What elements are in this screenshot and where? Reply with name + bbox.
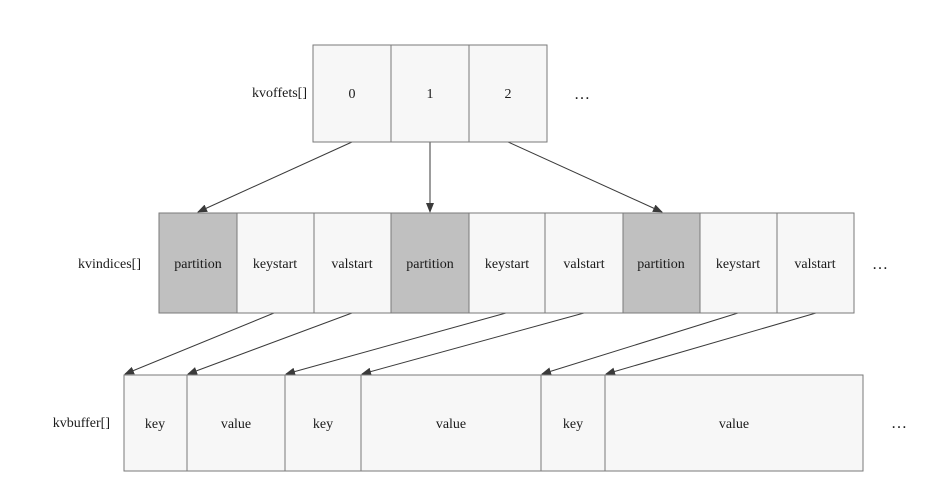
kvindices-cell-5-text: valstart: [563, 257, 604, 272]
kvbuffer-cell-1-box: [186, 374, 286, 472]
kvoffsets-cell-2: 2: [468, 44, 548, 143]
kvindices-cell-5: valstart: [544, 212, 624, 314]
kvindices-cell-7-text: keystart: [716, 257, 760, 272]
kvindices-cell-3-box: [390, 212, 470, 314]
kvindices-cell-1-text: keystart: [253, 257, 297, 272]
kvbuffer-cell-5-box: [604, 374, 864, 472]
arrow-offset-0-to-partition-1: [197, 141, 353, 213]
kvindices-cell-6: partition: [622, 212, 701, 314]
kvoffsets-cell-2-box: [468, 44, 548, 143]
kvindices-cell-4-box: [468, 212, 546, 314]
kvindices-cell-2: valstart: [313, 212, 392, 314]
kvindices-label: kvindices[]: [78, 257, 141, 272]
kvbuffer-cell-2: key: [284, 374, 362, 472]
kvbuffer-cell-0-box: [123, 374, 188, 472]
kvindices-cell-8-box: [776, 212, 855, 314]
kvindices-cell-5-box: [544, 212, 624, 314]
kvindices-cell-8: valstart: [776, 212, 855, 314]
kvoffsets-row: kvoffets[] 0 1 2 …: [252, 44, 590, 143]
kvindices-cell-1-box: [236, 212, 315, 314]
kvbuffer-cell-0: key: [123, 374, 188, 472]
kvindices-cell-0: partition: [158, 212, 238, 314]
kvbuffer-cell-3-box: [360, 374, 542, 472]
kvbuffer-cell-3-text: value: [436, 417, 466, 432]
arrow-keystart-1-to-key-1: [124, 312, 275, 375]
kvindices-ellipsis: …: [872, 256, 888, 273]
kvindices-cell-0-text: partition: [174, 257, 221, 272]
kvoffsets-cell-2-text: 2: [505, 87, 512, 102]
kvbuffer-cell-4-text: key: [563, 417, 583, 432]
arrow-valstart-2-to-value-2: [361, 312, 585, 376]
kvindices-cell-3-text: partition: [406, 257, 453, 272]
kvbuffer-cell-0-text: key: [145, 417, 165, 432]
kvbuffer-cell-1: value: [186, 374, 286, 472]
kvindices-cell-6-text: partition: [637, 257, 684, 272]
kvbuffer-cell-4-box: [540, 374, 606, 472]
kvbuffer-cell-4: key: [540, 374, 606, 472]
kvoffsets-cell-1: 1: [390, 44, 470, 143]
kvindices-cell-1: keystart: [236, 212, 315, 314]
kvindices-cell-4: keystart: [468, 212, 546, 314]
kvindices-cell-3: partition: [390, 212, 470, 314]
kvoffsets-label: kvoffets[]: [252, 86, 307, 101]
kvbuffer-cell-2-box: [284, 374, 362, 472]
kvbuffer-cell-5: value: [604, 374, 864, 472]
arrow-valstart-3-to-value-3: [605, 312, 817, 376]
kvoffsets-ellipsis: …: [574, 86, 590, 103]
kvbuffer-cell-3: value: [360, 374, 542, 472]
kvindices-row: kvindices[] partition keystart valstart …: [78, 212, 888, 314]
arrows: [124, 141, 817, 376]
kvindices-cell-0-box: [158, 212, 238, 314]
kvbuffer-cell-2-text: key: [313, 417, 333, 432]
kvbuffer-label: kvbuffer[]: [53, 416, 110, 431]
kvindices-cell-4-text: keystart: [485, 257, 529, 272]
kvindices-cell-6-box: [622, 212, 701, 314]
kvbuffer-cell-5-text: value: [719, 417, 749, 432]
kvbuffer-cell-1-text: value: [221, 417, 251, 432]
kvindices-cell-7: keystart: [699, 212, 778, 314]
arrow-offset-2-to-partition-3: [507, 141, 663, 213]
arrow-keystart-2-to-key-2: [285, 312, 507, 376]
kvbuffer-row: kvbuffer[] key value key value key: [53, 374, 907, 472]
kvindices-cell-2-text: valstart: [331, 257, 372, 272]
kvoffsets-cell-1-text: 1: [427, 87, 434, 102]
kvindices-cell-2-box: [313, 212, 392, 314]
kvbuffer-ellipsis: …: [891, 415, 907, 432]
kvindices-cell-8-text: valstart: [794, 257, 835, 272]
arrow-keystart-3-to-key-3: [541, 312, 739, 376]
kvoffsets-cell-1-box: [390, 44, 470, 143]
kvoffsets-cell-0-text: 0: [349, 87, 356, 102]
kvindices-cell-7-box: [699, 212, 778, 314]
kvoffsets-cell-0: 0: [312, 44, 392, 143]
arrow-valstart-1-to-value-1: [187, 312, 353, 375]
